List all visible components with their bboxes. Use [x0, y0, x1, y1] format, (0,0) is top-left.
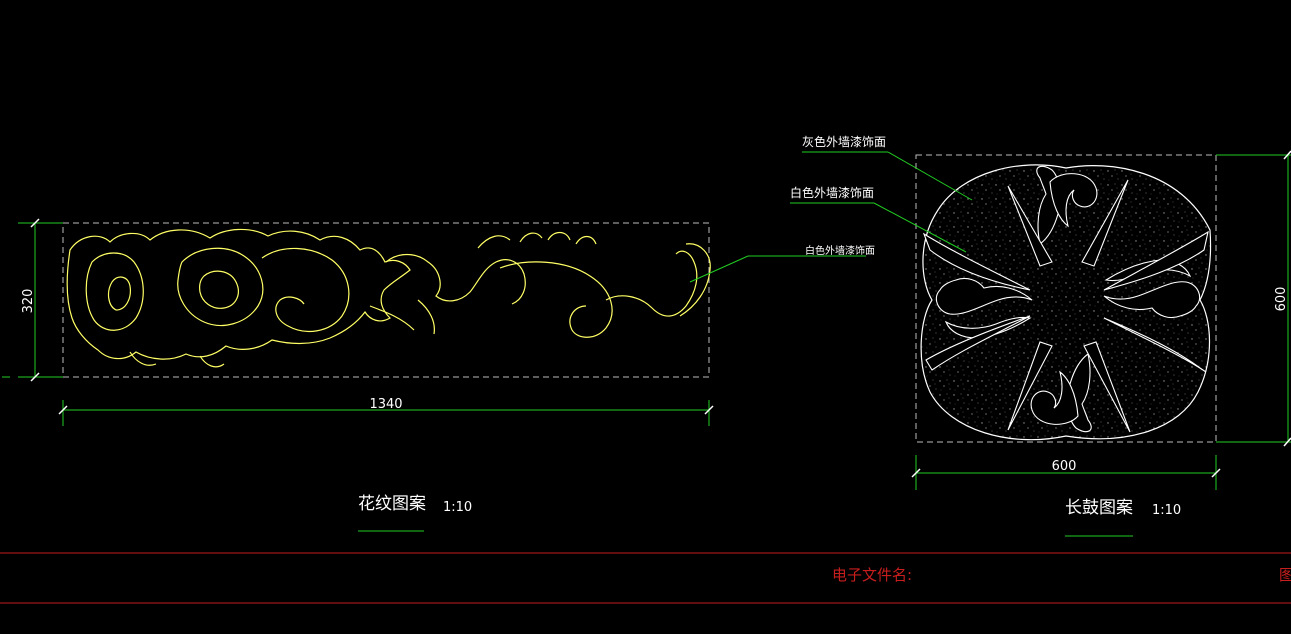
drum-scale: 1:10 — [1152, 503, 1181, 518]
floral-dashed-frame — [62, 222, 710, 378]
drum-dim-height: 600 — [1274, 287, 1289, 312]
floral-title: 花纹图案 — [358, 494, 426, 514]
floral-ornament — [66, 228, 711, 368]
drum-dashed-frame — [915, 154, 1217, 443]
title-block: 电子文件名: 图 — [0, 552, 1291, 604]
drum-quatrefoil — [920, 164, 1212, 441]
file-name-label: 电子文件名: — [832, 566, 912, 584]
floral-dim-width: 1340 — [369, 397, 402, 412]
floral-dim-ticks — [30, 218, 714, 415]
drum-dim-ticks — [911, 150, 1291, 478]
title-block-cut-char: 图 — [1279, 566, 1291, 584]
drum-title: 长鼓图案 — [1065, 498, 1133, 518]
floral-scale: 1:10 — [443, 500, 472, 515]
floral-dim-height: 320 — [21, 289, 36, 314]
drum-pattern-drawing: 600 600 灰色外墙漆饰面 白色外墙漆饰面 长鼓图案 1:10 — [790, 135, 1291, 537]
drum-leader-label-1: 灰色外墙漆饰面 — [802, 135, 886, 149]
drum-dim-width: 600 — [1052, 459, 1077, 474]
floral-leader-label: 白色外墙漆饰面 — [805, 244, 875, 257]
drum-leader-label-2: 白色外墙漆饰面 — [790, 185, 874, 200]
floral-dimension-lines — [2, 222, 866, 532]
floral-pattern-drawing: 1340 320 白色外墙漆饰面 花纹图案 1:10 — [2, 218, 875, 532]
